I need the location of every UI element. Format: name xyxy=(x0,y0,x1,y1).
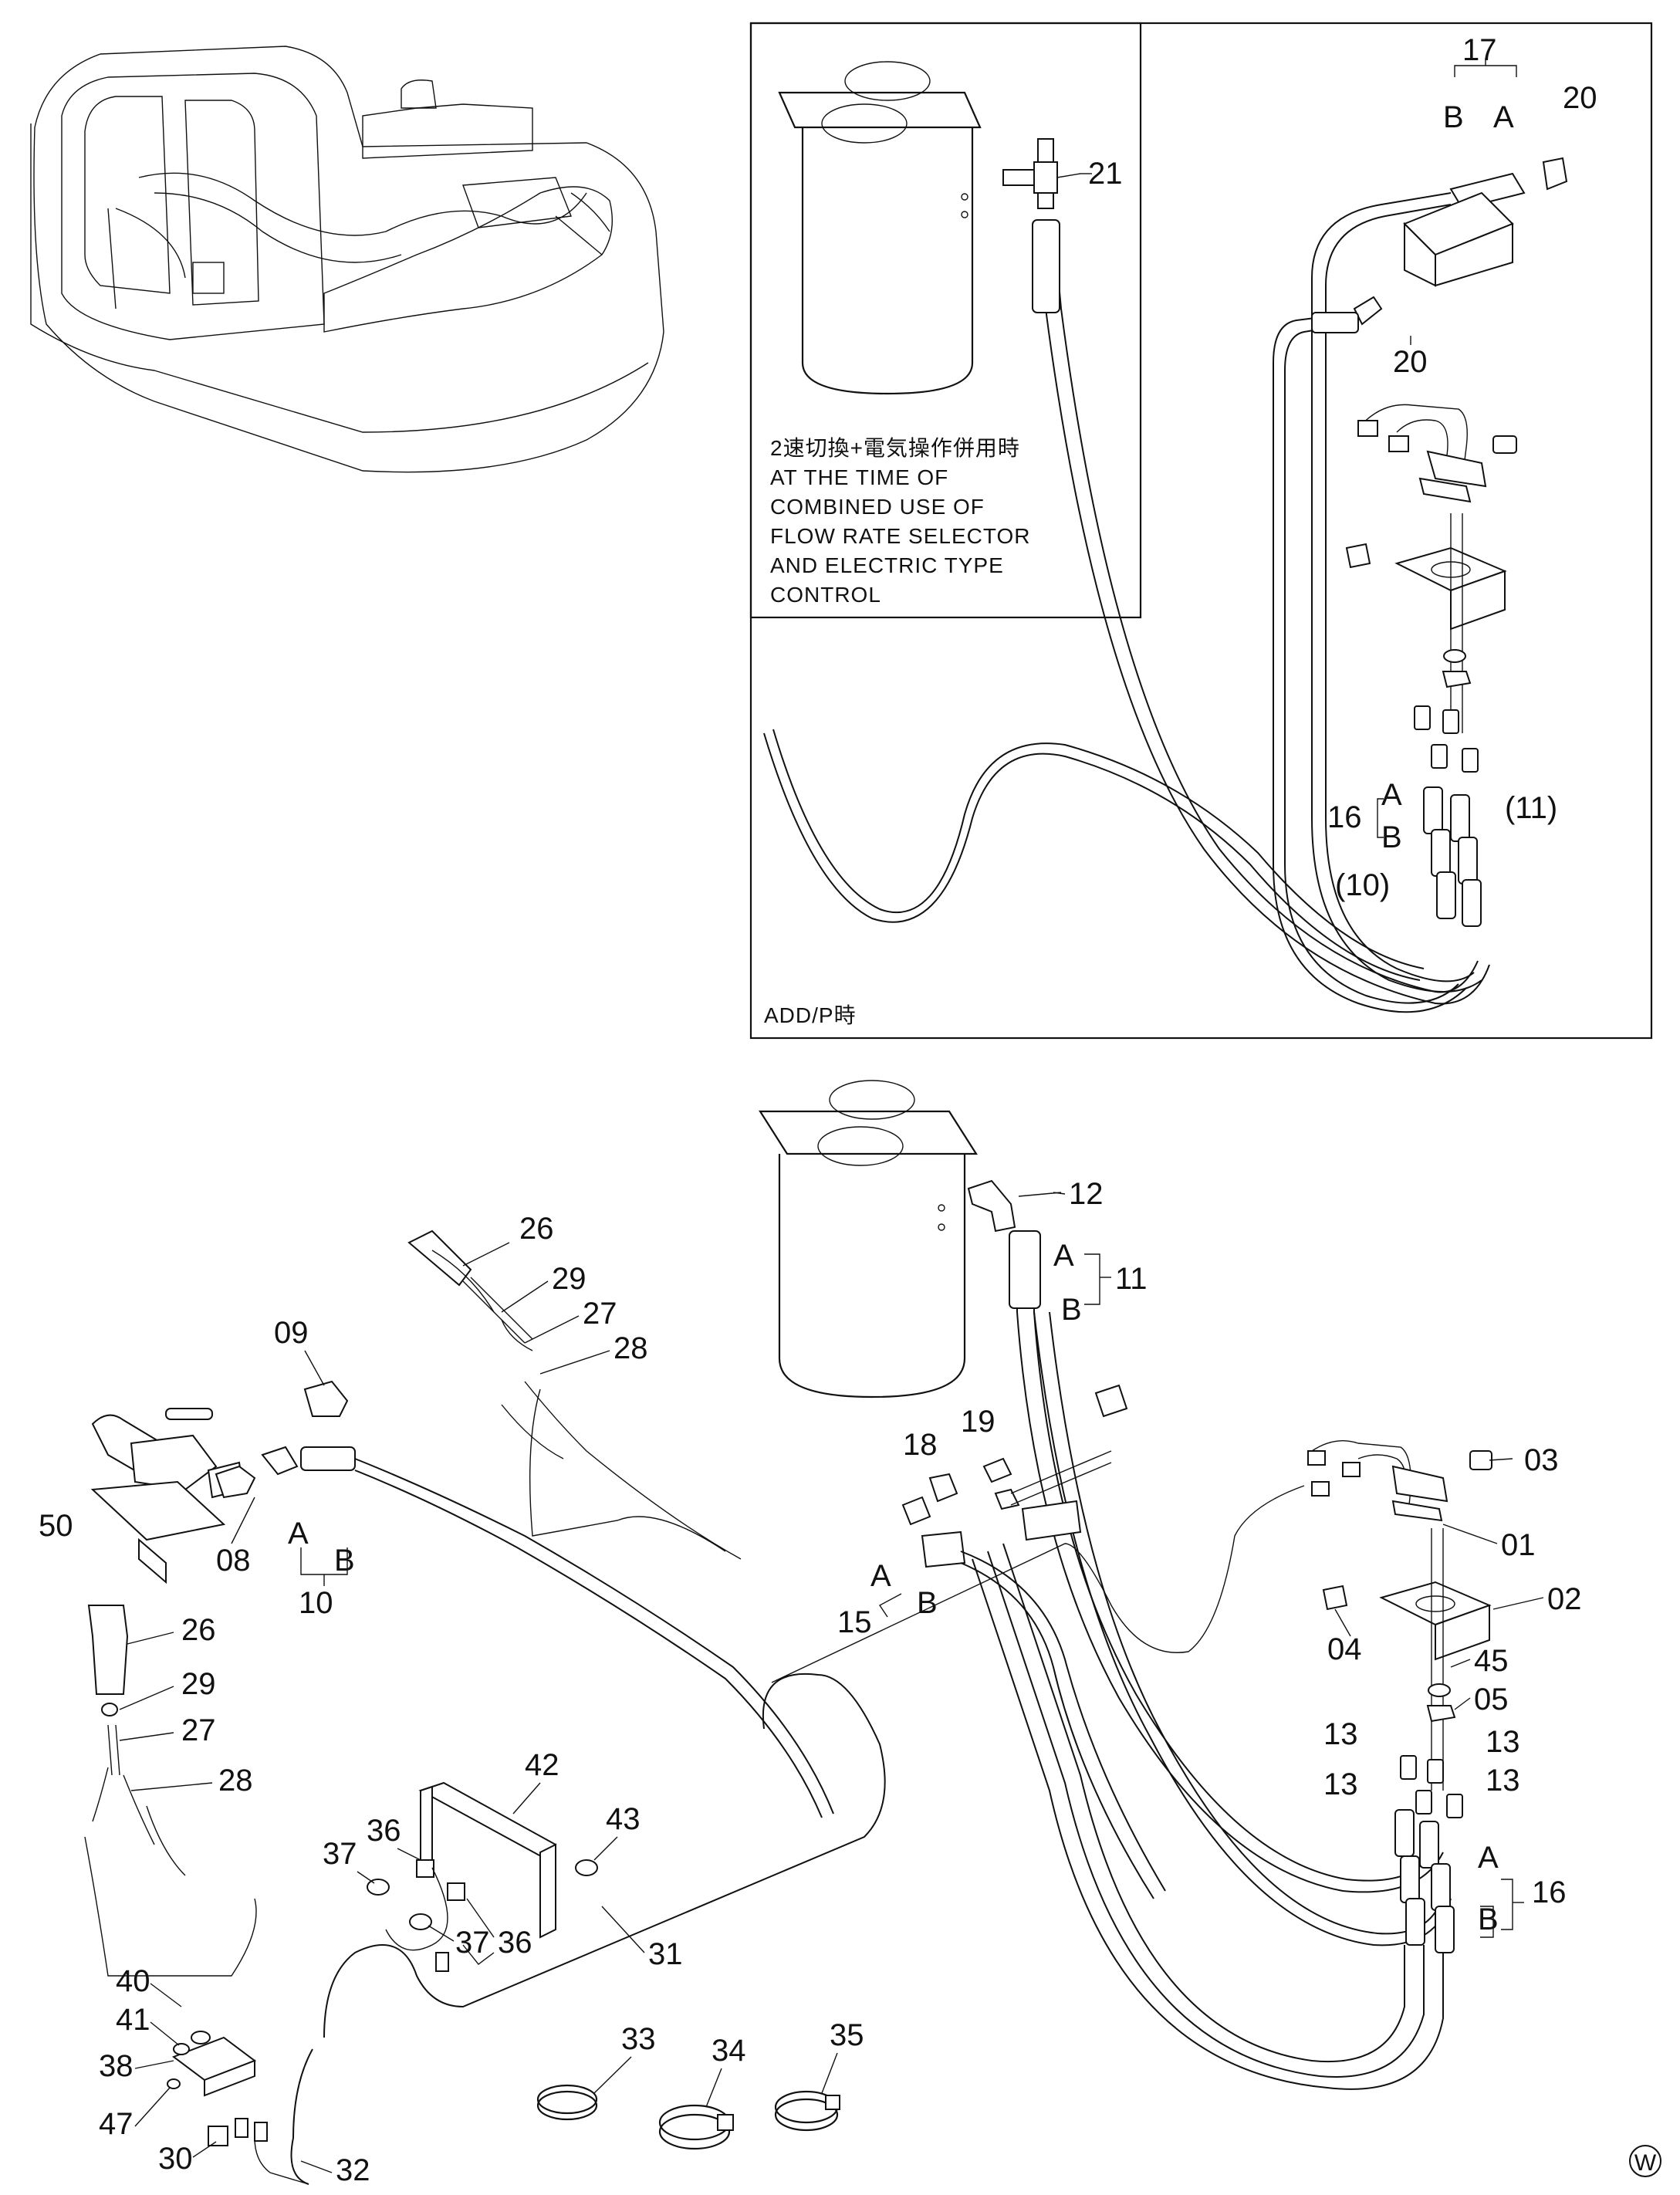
bracket-assembly-main xyxy=(771,1439,1492,1791)
label-B-16-inset: B xyxy=(1381,820,1402,854)
label-20-upper: 20 xyxy=(1563,81,1597,115)
label-02: 02 xyxy=(1547,1582,1582,1616)
joystick-upper xyxy=(407,1229,742,1560)
label-20-lower: 20 xyxy=(1393,345,1428,379)
label-A-11: A xyxy=(1053,1239,1074,1273)
label-26-upper: 26 xyxy=(519,1212,554,1246)
label-A-15: A xyxy=(870,1559,891,1593)
label-45: 45 xyxy=(1474,1644,1509,1678)
label-40: 40 xyxy=(116,1964,150,1998)
hydraulic-tank-inset xyxy=(778,61,982,395)
label-42: 42 xyxy=(525,1748,559,1782)
label-28-upper: 28 xyxy=(614,1331,648,1365)
label-37-b: 37 xyxy=(455,1926,490,1960)
label-09: 09 xyxy=(274,1316,309,1350)
note-line-1: 2速切換+電気操作併用時 xyxy=(770,436,1020,460)
excavator-overview xyxy=(30,46,664,473)
label-17: 17 xyxy=(1462,33,1497,67)
hydraulic-tank-main xyxy=(758,1080,979,1399)
fittings-13-16-main xyxy=(972,1543,1463,2090)
label-10: 10 xyxy=(299,1586,333,1620)
note-line-4: FLOW RATE SELECTOR xyxy=(770,524,1030,548)
label-B-17: B xyxy=(1443,100,1464,134)
relay-bracket-42 xyxy=(367,1781,598,1972)
label-01: 01 xyxy=(1501,1528,1536,1562)
tee-fitting-21 xyxy=(1002,138,1081,209)
label-19: 19 xyxy=(961,1405,995,1439)
hose-from-21 xyxy=(1037,223,1490,1005)
label-03: 03 xyxy=(1524,1443,1559,1477)
bracket-assembly-inset xyxy=(1345,404,1517,733)
pedal-assembly xyxy=(90,1408,245,1585)
inset-caption: ADD/P時 xyxy=(764,1003,857,1027)
label-36-b: 36 xyxy=(498,1926,532,1960)
label-38: 38 xyxy=(99,2049,134,2083)
label-26-lower: 26 xyxy=(181,1613,216,1647)
label-B-10: B xyxy=(334,1544,355,1578)
label-12: 12 xyxy=(1069,1177,1104,1211)
fittings-16-inset xyxy=(1414,705,1482,927)
label-16-inset: 16 xyxy=(1327,800,1362,834)
label-11: 11 xyxy=(1115,1262,1148,1296)
label-B-15: B xyxy=(917,1586,938,1620)
label-29-upper: 29 xyxy=(552,1262,586,1296)
label-13-c: 13 xyxy=(1323,1767,1358,1801)
label-13-d: 13 xyxy=(1486,1764,1520,1798)
label-A-10: A xyxy=(288,1517,309,1551)
joystick-lower xyxy=(84,1605,257,1977)
label-30: 30 xyxy=(158,2142,193,2176)
label-10-paren: (10) xyxy=(1335,868,1390,902)
label-18: 18 xyxy=(903,1428,938,1462)
switch-assembly xyxy=(167,2031,257,2146)
inset-panel: 2速切換+電気操作併用時 AT THE TIME OF COMBINED USE… xyxy=(749,22,1653,1040)
note-line-5: AND ELECTRIC TYPE xyxy=(770,553,1004,577)
corner-mark-letter: W xyxy=(1634,2150,1657,2176)
label-27-lower: 27 xyxy=(181,1713,216,1747)
label-A-16: A xyxy=(1478,1841,1499,1875)
corner-mark: W xyxy=(1629,2145,1661,2177)
note-line-6: CONTROL xyxy=(770,583,881,607)
label-A-17: A xyxy=(1493,100,1514,134)
label-47: 47 xyxy=(99,2107,134,2141)
label-33: 33 xyxy=(621,2022,656,2056)
fittings-08-09 xyxy=(215,1380,834,1818)
label-05: 05 xyxy=(1474,1683,1509,1716)
label-34: 34 xyxy=(712,2034,746,2068)
label-35: 35 xyxy=(830,2018,864,2052)
hose-clamps xyxy=(536,2084,840,2150)
label-B-11: B xyxy=(1061,1293,1082,1327)
label-43: 43 xyxy=(606,1802,641,1836)
label-21: 21 xyxy=(1088,157,1123,191)
label-13-a: 13 xyxy=(1323,1717,1358,1751)
note-line-3: COMBINED USE OF xyxy=(770,495,985,519)
label-50: 50 xyxy=(39,1509,73,1543)
main-diagram: 12 A B 11 03 01 02 04 45 05 13 13 13 13 … xyxy=(39,1080,1582,2187)
label-36-a: 36 xyxy=(367,1814,401,1848)
label-37-a: 37 xyxy=(323,1837,357,1871)
label-B-16: B xyxy=(1478,1902,1499,1936)
label-08: 08 xyxy=(216,1544,251,1578)
label-29-lower: 29 xyxy=(181,1667,216,1701)
harness-31 xyxy=(323,1672,886,2038)
fittings-15-18-19 xyxy=(901,1384,1166,1899)
label-27-upper: 27 xyxy=(583,1297,617,1331)
label-A-16-inset: A xyxy=(1381,778,1402,812)
label-04: 04 xyxy=(1327,1632,1362,1666)
label-28-lower: 28 xyxy=(218,1764,253,1798)
label-16: 16 xyxy=(1532,1875,1567,1909)
elbow-12 xyxy=(967,1179,1016,1233)
solenoid-valve-17 xyxy=(1353,157,1568,326)
label-13-b: 13 xyxy=(1486,1725,1520,1759)
label-11-paren: (11) xyxy=(1505,791,1557,825)
label-31: 31 xyxy=(648,1937,683,1971)
label-41: 41 xyxy=(116,2003,150,2037)
label-32: 32 xyxy=(336,2153,370,2187)
label-15: 15 xyxy=(837,1605,872,1639)
note-line-2: AT THE TIME OF xyxy=(770,465,948,489)
